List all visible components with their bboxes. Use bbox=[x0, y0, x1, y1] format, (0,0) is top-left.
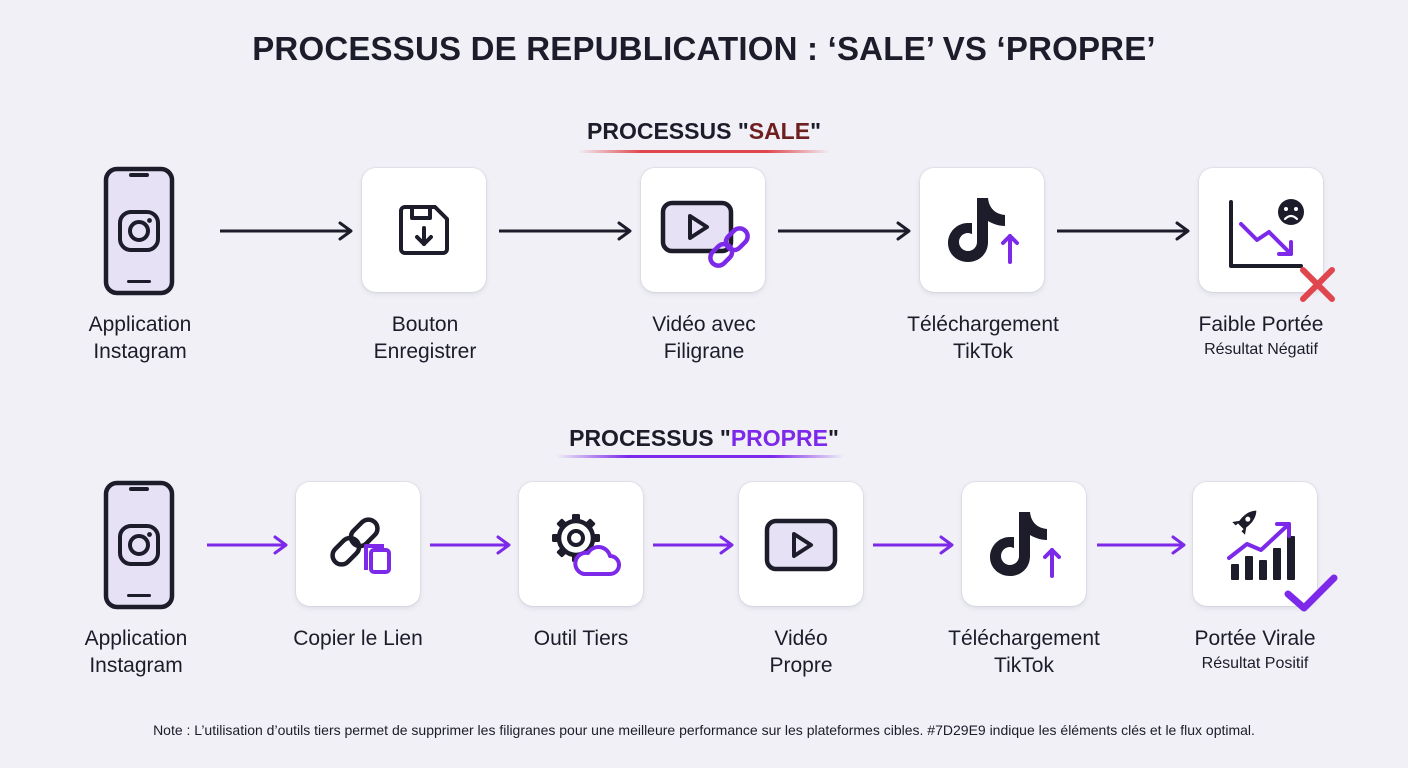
clean-title-prefix: PROCESSUS " bbox=[569, 425, 731, 451]
arrow-right-icon bbox=[778, 221, 911, 241]
checkmark-icon bbox=[1284, 574, 1338, 612]
save-download-icon bbox=[399, 205, 449, 255]
clean-video-card bbox=[739, 482, 863, 606]
footnote: Note : L’utilisation d’outils tiers perm… bbox=[153, 722, 1255, 738]
copy-link-icon bbox=[330, 517, 391, 574]
arrow-right-icon bbox=[1057, 221, 1190, 241]
watermarked-video-card bbox=[641, 168, 765, 292]
declining-chart-sad-icon bbox=[1229, 199, 1304, 268]
tiktok-upload-icon bbox=[990, 512, 1061, 578]
arrow-right-icon bbox=[430, 535, 511, 555]
rocket-growth-chart-icon bbox=[1227, 510, 1295, 580]
tiktok-upload-icon bbox=[948, 198, 1019, 264]
low-reach-card bbox=[1199, 168, 1323, 292]
tiktok-upload-card bbox=[920, 168, 1044, 292]
page-title: PROCESSUS DE REPUBLICATION : ‘SALE’ VS ‘… bbox=[252, 30, 1156, 67]
arrow-right-icon bbox=[499, 221, 632, 241]
clean-step-2-label: Copier le Lien bbox=[293, 627, 423, 650]
close-x-icon bbox=[1300, 267, 1335, 302]
arrow-right-icon bbox=[1097, 535, 1186, 555]
dirty-section-title: PROCESSUS "SALE" bbox=[0, 118, 1408, 145]
dirty-title-suffix: " bbox=[810, 118, 821, 144]
play-video-icon bbox=[764, 518, 838, 572]
dirty-title-prefix: PROCESSUS " bbox=[587, 118, 749, 144]
clean-section-title: PROCESSUS "PROPRE" bbox=[0, 425, 1408, 452]
clean-step-3-label: Outil Tiers bbox=[533, 627, 629, 650]
clean-title-suffix: " bbox=[827, 425, 839, 451]
dirty-title-word: SALE bbox=[748, 118, 811, 144]
gear-cloud-icon bbox=[552, 514, 621, 576]
arrow-right-icon bbox=[207, 535, 288, 555]
arrow-right-icon bbox=[653, 535, 734, 555]
instagram-phone-icon bbox=[103, 480, 175, 615]
clean-title-underline bbox=[556, 455, 844, 458]
viral-reach-card bbox=[1193, 482, 1317, 606]
instagram-phone-icon bbox=[103, 166, 175, 301]
clean-title-word: PROPRE bbox=[730, 425, 828, 451]
tiktok-upload-card bbox=[962, 482, 1086, 606]
save-card bbox=[362, 168, 486, 292]
arrow-right-icon bbox=[220, 221, 353, 241]
dirty-title-underline bbox=[578, 150, 830, 153]
third-party-tool-card bbox=[519, 482, 643, 606]
arrow-right-icon bbox=[873, 535, 954, 555]
watermarked-video-link-icon bbox=[660, 200, 750, 268]
copy-link-card bbox=[296, 482, 420, 606]
